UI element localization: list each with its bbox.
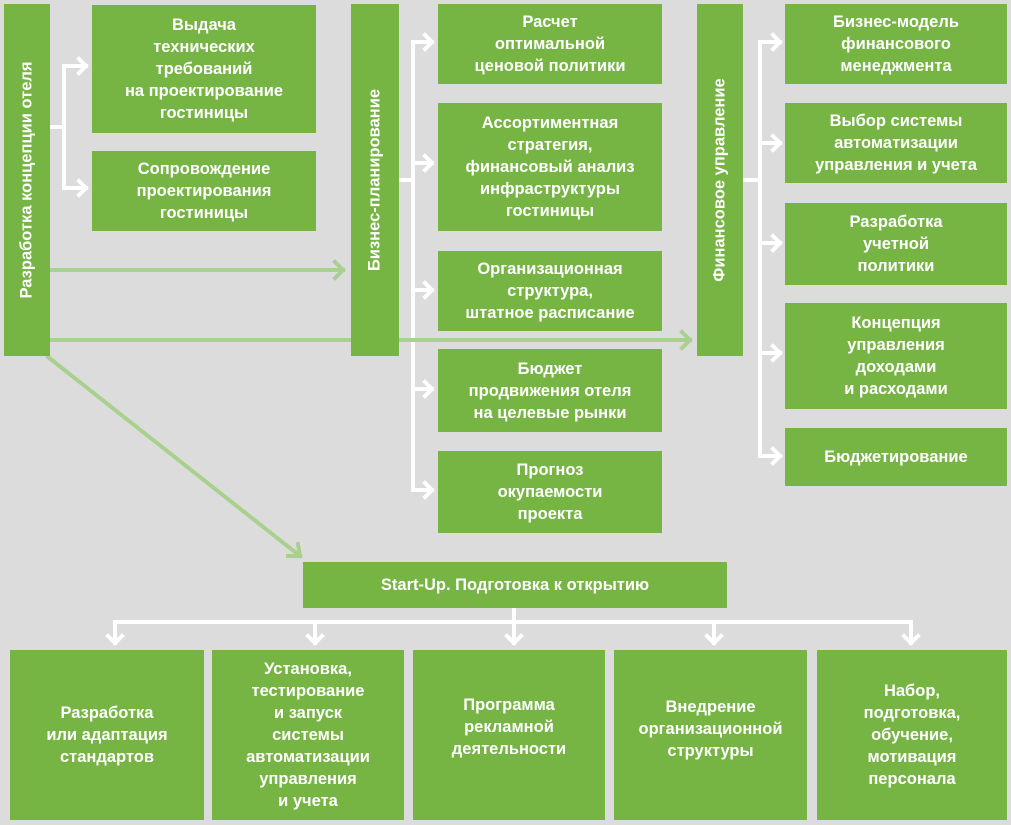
startup-item-advertising: Программа рекламной деятельности [413, 650, 605, 820]
startup-item-personnel: Набор, подготовка, обучение, мотивация п… [817, 650, 1007, 820]
finance-connectors [741, 32, 783, 466]
business-item-payback: Прогноз окупаемости проекта [438, 451, 662, 533]
business-item-pricing: Расчет оптимальной ценовой политики [438, 4, 662, 84]
business-item-org-structure: Организационная структура, штатное распи… [438, 251, 662, 331]
concept-title: Разработка концепции отеля [17, 61, 36, 299]
concept-header: Разработка концепции отеля [4, 4, 50, 356]
finance-item-business-model: Бизнес-модель финансового менеджмента [785, 4, 1007, 84]
finance-item-accounting-policy: Разработка учетной политики [785, 203, 1007, 285]
concept-item-design-support: Сопровождение проектирования гостиницы [92, 151, 316, 231]
startup-header: Start-Up. Подготовка к открытию [303, 562, 727, 608]
business-title: Бизнес-планирование [365, 88, 384, 272]
concept-connectors [48, 56, 89, 198]
finance-title: Финансовое управление [710, 78, 729, 282]
startup-item-standards: Разработка или адаптация стандартов [10, 650, 204, 820]
business-connectors [397, 32, 435, 500]
finance-item-automation: Выбор системы автоматизации управления и… [785, 103, 1007, 183]
business-header: Бизнес-планирование [351, 4, 399, 356]
business-item-assortment: Ассортиментная стратегия, финансовый ана… [438, 103, 662, 231]
concept-item-tech-requirements: Выдача технических требований на проекти… [92, 5, 316, 133]
finance-header: Финансовое управление [697, 4, 743, 356]
startup-connectors [105, 606, 921, 646]
finance-item-budgeting: Бюджетирование [785, 428, 1007, 486]
business-item-promo-budget: Бюджет продвижения отеля на целевые рынк… [438, 349, 662, 432]
finance-item-income-expense: Концепция управления доходами и расходам… [785, 303, 1007, 409]
startup-item-org-implementation: Внедрение организационной структуры [614, 650, 807, 820]
startup-item-automation-launch: Установка, тестирование и запуск системы… [212, 650, 404, 820]
